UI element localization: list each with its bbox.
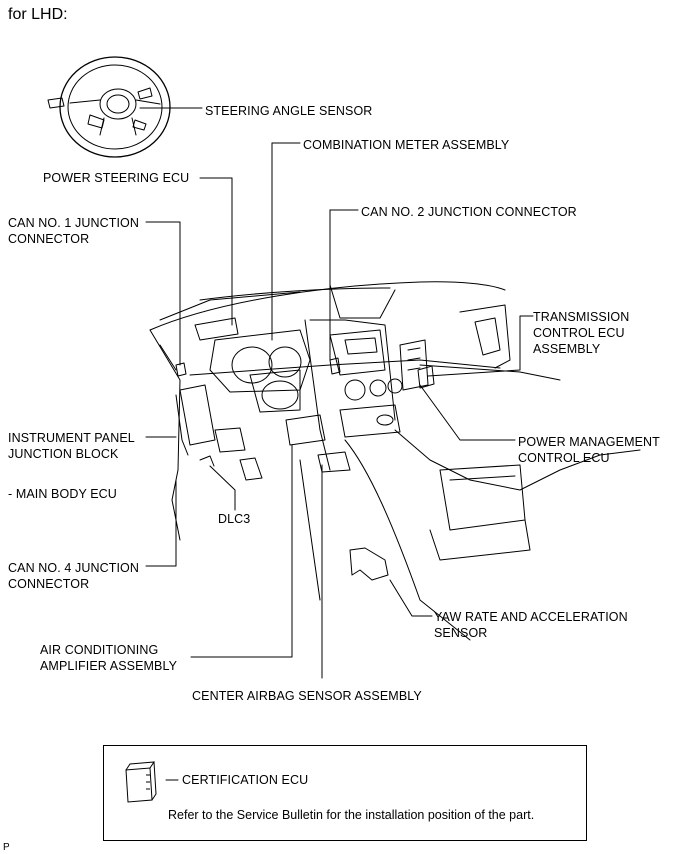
label-main-body-ecu: - MAIN BODY ECU (8, 487, 117, 501)
label-power-steering-ecu: POWER STEERING ECU (43, 171, 190, 185)
page-code: P (3, 842, 10, 853)
leader-lines (139, 107, 534, 781)
label-can-no2-junction-connector: CAN NO. 2 JUNCTION CONNECTOR (361, 205, 577, 219)
label-yaw-rate-acceleration-sensor: YAW RATE AND ACCELERATION SENSOR (434, 610, 628, 640)
label-instrument-panel-junction-block: INSTRUMENT PANEL JUNCTION BLOCK (8, 431, 135, 461)
steering-wheel-drawing (47, 56, 171, 158)
legend-note: Refer to the Service Bulletin for the in… (168, 808, 535, 822)
dashboard-drawing (149, 281, 641, 641)
label-dlc3: DLC3 (218, 512, 251, 526)
page-heading: for LHD: (8, 6, 68, 23)
certification-ecu-icon (125, 761, 157, 803)
label-can-no4-junction-connector: CAN NO. 4 JUNCTION CONNECTOR (8, 561, 139, 591)
label-air-conditioning-amplifier: AIR CONDITIONING AMPLIFIER ASSEMBLY (40, 643, 178, 673)
label-steering-angle-sensor: STEERING ANGLE SENSOR (205, 104, 373, 118)
label-certification-ecu: CERTIFICATION ECU (182, 773, 309, 787)
label-transmission-control-ecu: TRANSMISSION CONTROL ECU ASSEMBLY (533, 310, 630, 356)
label-can-no1-junction-connector: CAN NO. 1 JUNCTION CONNECTOR (8, 216, 139, 246)
legend-box (103, 745, 587, 841)
label-power-management-control-ecu: POWER MANAGEMENT CONTROL ECU (518, 435, 660, 465)
label-center-airbag-sensor: CENTER AIRBAG SENSOR ASSEMBLY (192, 689, 422, 703)
label-combination-meter-assembly: COMBINATION METER ASSEMBLY (303, 138, 510, 152)
